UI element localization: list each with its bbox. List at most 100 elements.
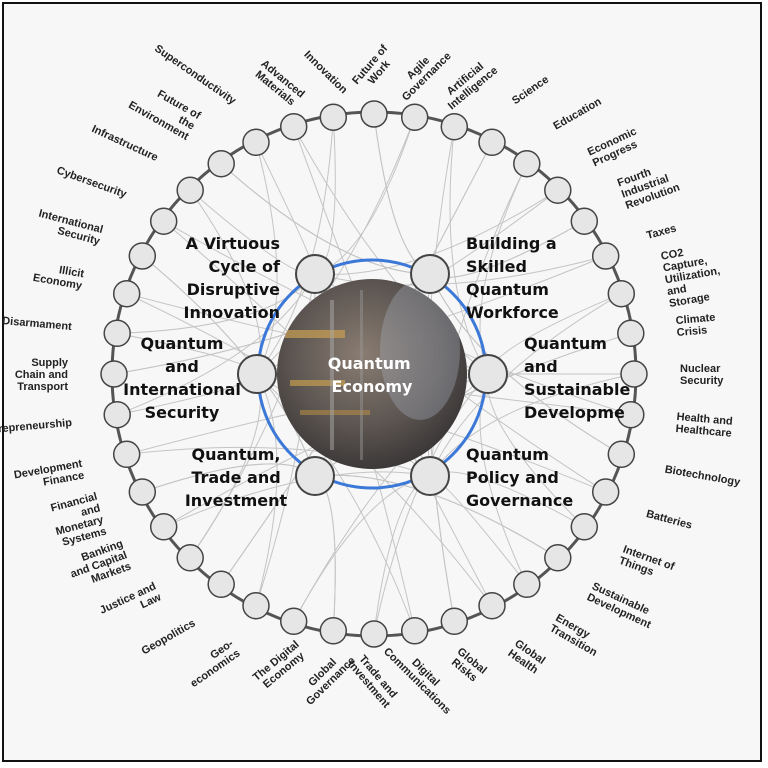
outer-node-illicit-economy[interactable]: [112, 279, 141, 308]
outer-node-banking-and-capital-markets[interactable]: [149, 513, 178, 541]
outer-label-line: Security: [680, 375, 724, 387]
outer-node-climate-crisis[interactable]: [617, 319, 645, 348]
outer-node-justice-and-law[interactable]: [176, 544, 204, 572]
outer-label-line: Infrastructure: [90, 123, 160, 164]
outer-label-line: Supply: [31, 357, 69, 369]
inner-node-security[interactable]: [237, 354, 277, 394]
outer-label-fourth-industrial-revolution: FourthIndustrialRevolution: [616, 159, 682, 212]
inner-label-line: Security: [145, 403, 220, 422]
outer-node-superconductivity[interactable]: [242, 128, 270, 157]
inner-node-workforce[interactable]: [410, 254, 450, 294]
outer-label-infrastructure: Infrastructure: [90, 123, 160, 164]
outer-node-global-governance[interactable]: [319, 617, 348, 645]
inner-label-line: Quantum: [466, 280, 549, 299]
outer-node-health-and-healthcare[interactable]: [617, 400, 645, 429]
outer-node-the-digital-economy[interactable]: [279, 607, 308, 636]
outer-node-nuclear-security[interactable]: [620, 360, 648, 388]
outer-label-line: Healthcare: [675, 423, 732, 440]
outer-label-co2-capture-utilization-and-storage: CO2Capture,Utilization,andStorage: [660, 241, 725, 310]
inner-label-line: Disruptive: [187, 280, 281, 299]
outer-node-financial-and-monetary-systems[interactable]: [128, 478, 157, 506]
connection-line: [293, 475, 431, 622]
outer-label-line: Taxes: [645, 222, 677, 241]
outer-label-agile-governance: AgileGovernance: [392, 42, 454, 104]
outer-node-global-risks[interactable]: [440, 607, 469, 636]
outer-label-innovation: Innovation: [301, 49, 349, 97]
inner-label-line: Workforce: [466, 303, 559, 322]
outer-node-global-health[interactable]: [478, 591, 506, 620]
inner-node-trade[interactable]: [295, 456, 335, 496]
outer-label-batteries: Batteries: [645, 508, 694, 532]
inner-label-line: Quantum,: [192, 445, 281, 464]
outer-node-energy-transition[interactable]: [513, 570, 541, 599]
center-label-line-1: Quantum: [328, 354, 411, 373]
outer-node-co2-capture-utilization-and-storage[interactable]: [607, 279, 636, 308]
outer-label-entrepreneurship: Entrepreneurship: [0, 417, 73, 437]
connection-line: [314, 117, 416, 275]
center-hub: Quantum Economy: [277, 279, 467, 469]
outer-node-sustainable-development[interactable]: [544, 544, 572, 572]
outer-label-science: Science: [510, 74, 551, 108]
connection-line: [314, 475, 336, 631]
connection-line: [117, 273, 316, 416]
outer-node-cybersecurity[interactable]: [149, 207, 178, 235]
outer-node-taxes[interactable]: [591, 242, 620, 270]
outer-node-internet-of-things[interactable]: [570, 513, 599, 541]
outer-label-line: Disarmament: [2, 315, 73, 333]
outer-label-biotechnology: Biotechnology: [664, 464, 742, 489]
outer-node-innovation[interactable]: [319, 103, 348, 131]
outer-label-global-risks: GlobalRisks: [447, 646, 489, 686]
connection-line: [449, 126, 489, 375]
inner-node-virtuous[interactable]: [295, 254, 335, 294]
outer-label-digital-communications: DigitalCommunications: [381, 637, 461, 717]
outer-node-geo-economics[interactable]: [242, 591, 270, 620]
outer-label-taxes: Taxes: [645, 222, 677, 241]
outer-node-entrepreneurship[interactable]: [103, 400, 131, 429]
outer-label-justice-and-law: Justice andLaw: [98, 580, 163, 627]
inner-label-line: Quantum: [466, 445, 549, 464]
outer-node-geopolitics[interactable]: [207, 570, 235, 599]
outer-label-line: Health and: [676, 411, 733, 428]
outer-node-economic-progress[interactable]: [544, 176, 572, 204]
connection-line: [255, 142, 278, 375]
outer-label-the-digital-economy: The DigitalEconomy: [251, 639, 310, 693]
outer-node-development-finance[interactable]: [112, 440, 141, 469]
outer-node-batteries[interactable]: [591, 478, 620, 506]
inner-node-sustainable[interactable]: [468, 354, 508, 394]
inner-label-line: Innovation: [184, 303, 280, 322]
outer-label-line: CO2: [660, 247, 684, 263]
outer-node-fourth-industrial-revolution[interactable]: [570, 207, 599, 235]
outer-node-education[interactable]: [513, 149, 541, 178]
outer-node-supply-chain-and-transport[interactable]: [100, 360, 128, 388]
outer-label-line: Education: [551, 96, 603, 133]
outer-node-future-of-work[interactable]: [360, 100, 388, 128]
outer-label-energy-transition: EnergyTransition: [547, 612, 605, 659]
outer-node-future-of-the-environment[interactable]: [207, 149, 235, 178]
outer-node-disarmament[interactable]: [103, 319, 131, 348]
outer-node-infrastructure[interactable]: [176, 176, 204, 204]
inner-label-line: Investment: [185, 491, 288, 510]
outer-node-digital-communications[interactable]: [400, 617, 429, 645]
outer-node-international-security[interactable]: [128, 242, 157, 270]
outer-label-line: Chain and: [15, 369, 68, 381]
outer-label-line: Innovation: [301, 49, 349, 97]
outer-label-line: and: [80, 502, 102, 519]
inner-label-line: A Virtuous: [186, 234, 280, 253]
outer-label-cybersecurity: Cybersecurity: [55, 165, 129, 201]
outer-node-trade-and-investment[interactable]: [360, 620, 388, 648]
outer-node-advanced-materials[interactable]: [279, 112, 308, 141]
outer-node-artificial-intelligence[interactable]: [440, 112, 469, 141]
outer-label-education: Education: [551, 96, 603, 133]
inner-node-policy[interactable]: [410, 456, 450, 496]
inner-label-line: International: [123, 380, 241, 399]
outer-node-science[interactable]: [478, 128, 506, 157]
inner-label-line: Building a: [466, 234, 557, 253]
outer-node-biotechnology[interactable]: [607, 440, 636, 469]
outer-node-agile-governance[interactable]: [400, 103, 429, 131]
outer-label-line: Science: [510, 74, 551, 108]
